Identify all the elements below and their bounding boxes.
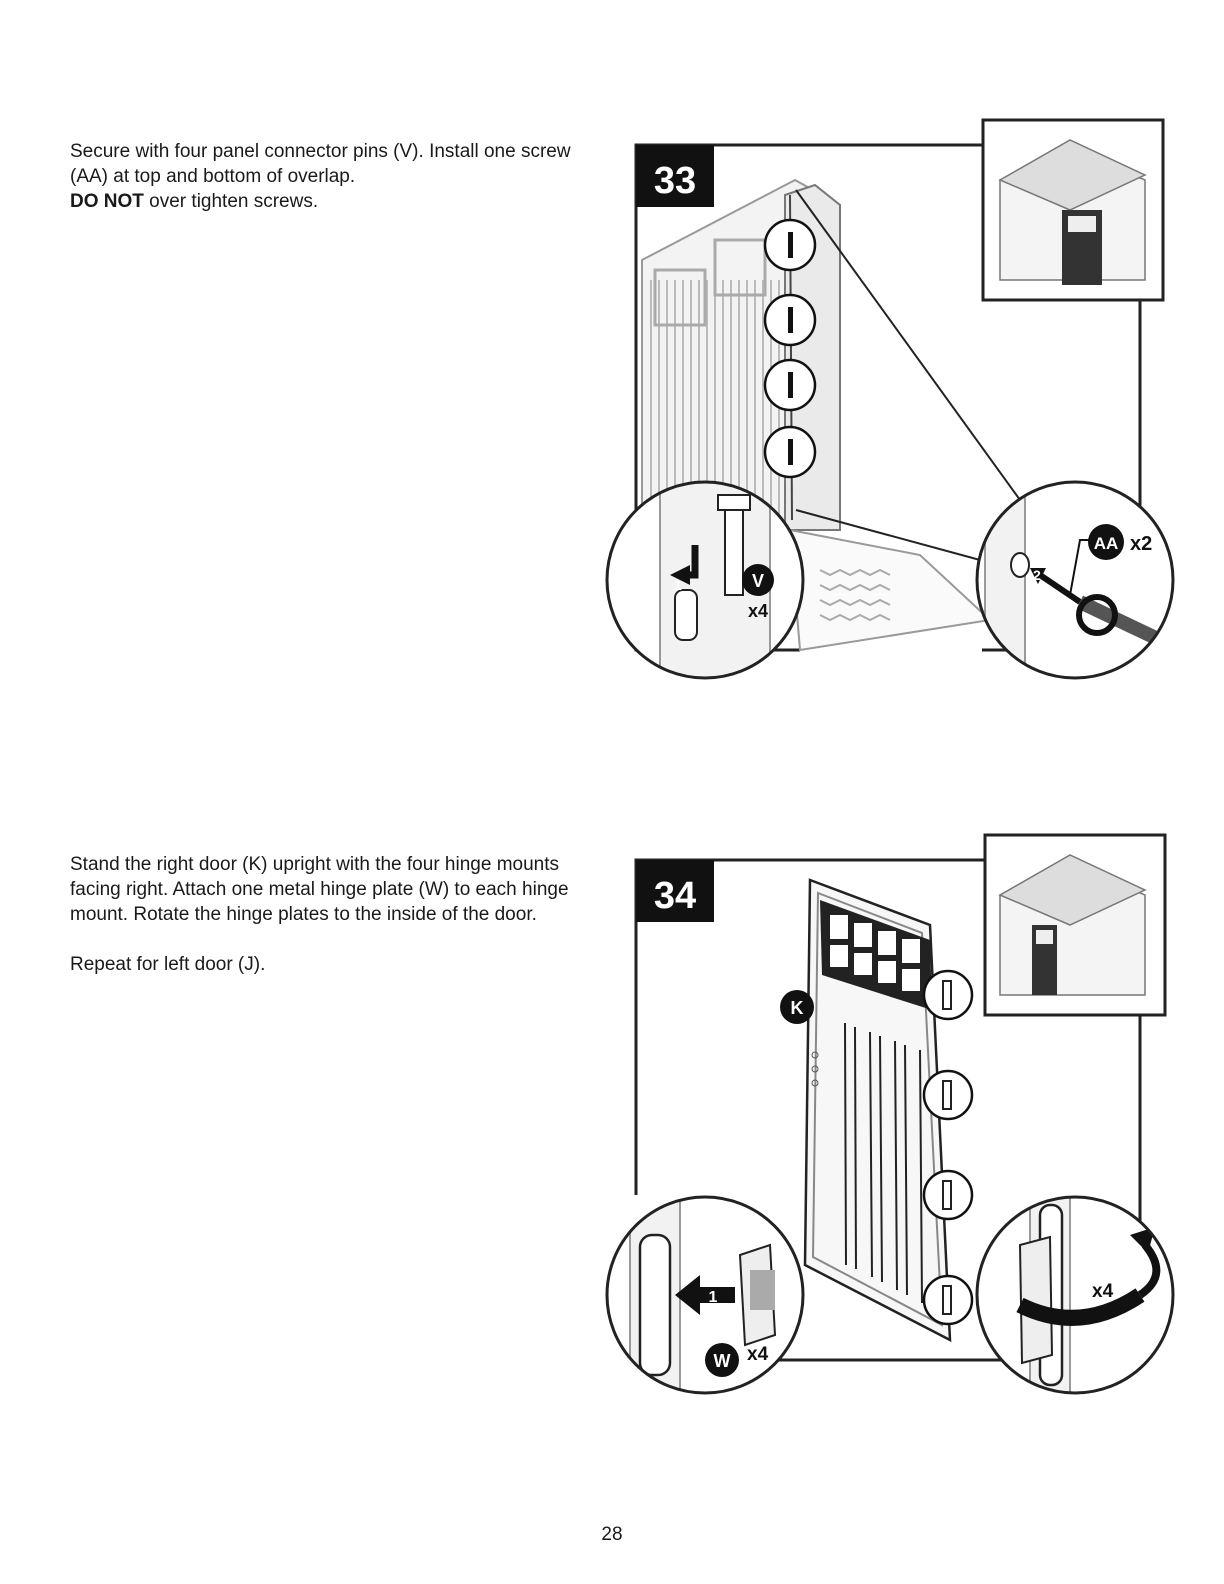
step-33-text: Secure with four panel connector pins (V…: [70, 141, 571, 187]
part-k-label: K: [791, 998, 804, 1018]
step-33-paragraph: Secure with four panel connector pins (V…: [70, 139, 580, 214]
hinge-mount-circles: [922, 969, 974, 1326]
page-number: 28: [601, 1524, 623, 1545]
step-34-paragraph-2: Repeat for left door (J).: [70, 954, 266, 975]
hinge-arrow-number-2: 2: [1118, 1244, 1126, 1261]
part-v-quantity: x4: [748, 601, 768, 621]
hinge-rotate-detail-circle: 2 x4: [975, 1195, 1175, 1395]
screw-arrow-number: 2: [1033, 567, 1041, 583]
step-34-illustration: K 34 1 W x4: [600, 825, 1200, 1400]
step-34-paragraph-1: Stand the right door (K) upright with th…: [70, 854, 569, 925]
hinge-arrow-number-1: 1: [709, 1289, 718, 1306]
pin-detail-circle: 1 V x4: [605, 480, 805, 680]
rotate-quantity: x4: [1092, 1281, 1114, 1302]
pin-arrow-number: 1: [674, 577, 682, 593]
step-33-warning: DO NOT: [70, 191, 144, 212]
step-34-diagram: K 34 1 W x4: [605, 833, 1175, 1395]
floor-section: [788, 528, 993, 652]
step-34-badge-bg: [636, 860, 714, 922]
step-33-warning-text: over tighten screws.: [143, 191, 319, 212]
part-w-quantity: x4: [747, 1344, 769, 1365]
right-door-k: [803, 878, 952, 1343]
part-k-badge: [780, 990, 814, 1024]
part-v-label: V: [752, 571, 764, 591]
part-aa-quantity: x2: [1130, 533, 1152, 555]
step-34-number: 34: [654, 875, 696, 917]
pin-location-circles: [763, 218, 817, 479]
step-33-number: 33: [654, 160, 696, 202]
step-33-instructions: Secure with four panel connector pins (V…: [70, 139, 580, 214]
screw-detail-circle: 2 AA x2: [975, 480, 1175, 680]
step-33-badge-bg: [636, 145, 714, 207]
part-aa-label: AA: [1094, 534, 1119, 553]
part-w-label: W: [714, 1351, 731, 1371]
step-33-diagram: 33 1 V x4: [605, 118, 1175, 680]
hinge-plate-detail-circle: 1 W x4: [605, 1195, 805, 1395]
step-33-illustration: 33 1 V x4: [600, 110, 1200, 690]
shed-thumbnail: [981, 118, 1165, 302]
shed-thumbnail: [983, 833, 1167, 1017]
step-34-instructions: Stand the right door (K) upright with th…: [70, 852, 580, 977]
